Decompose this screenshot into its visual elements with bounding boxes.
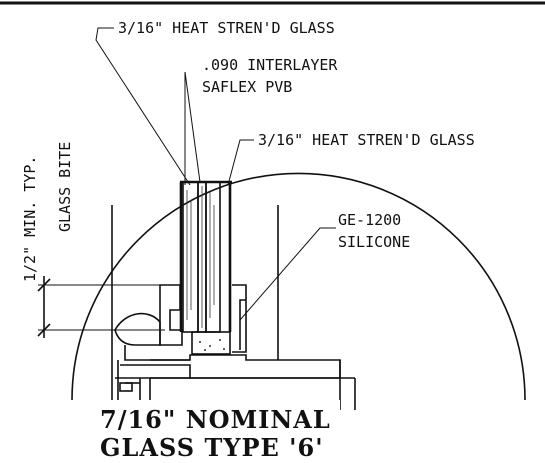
title-line2: GLASS TYPE '6': [100, 433, 324, 462]
label-interlayer-line2: SAFLEX PVB: [202, 78, 292, 96]
aluminum-frame: [111, 205, 356, 410]
silicone-bead: [191, 331, 231, 355]
label-top-glass: 3/16" HEAT STREN'D GLASS: [118, 19, 335, 37]
dimension-glass-bite: [37, 276, 180, 338]
outer-lite-right: [205, 181, 221, 333]
title-mask: [95, 400, 340, 463]
glass-unit: [179, 180, 232, 333]
leader-lines: [95, 27, 336, 321]
title-line1: 7/16" NOMINAL: [100, 405, 331, 434]
label-interlayer-line1: .090 INTERLAYER: [202, 56, 338, 74]
label-right-glass: 3/16" HEAT STREN'D GLASS: [258, 131, 475, 149]
label-silicone-line2: SILICONE: [338, 233, 410, 251]
label-dim-vertical-1: 1/2" MIN. TYP.: [21, 156, 39, 282]
label-dim-vertical-2: GLASS BITE: [56, 142, 74, 232]
label-silicone-line1: GE-1200: [338, 211, 401, 229]
detail-circle: [71, 172, 526, 401]
